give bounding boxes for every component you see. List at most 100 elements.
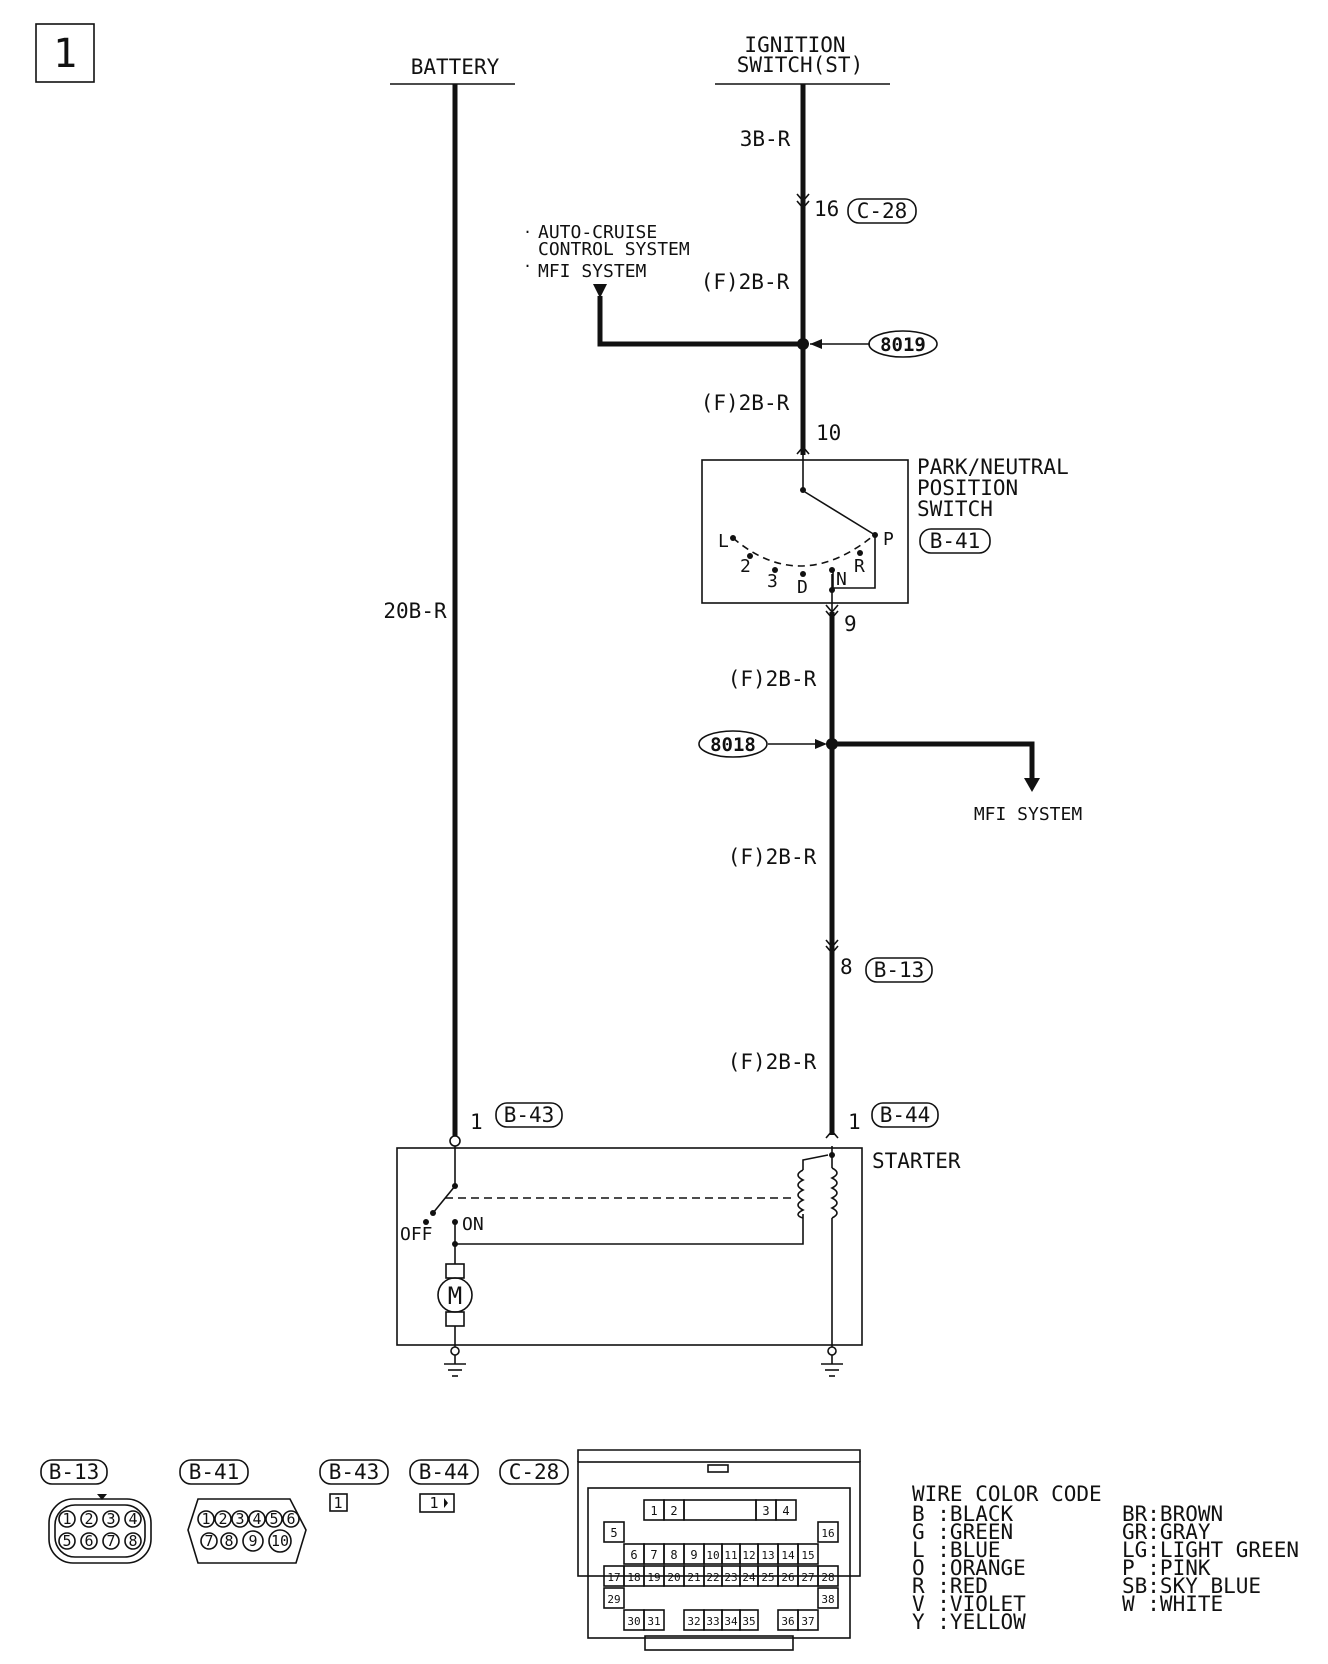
svg-text:MFI SYSTEM: MFI SYSTEM xyxy=(974,804,1083,825)
svg-text:ON: ON xyxy=(462,1214,484,1235)
svg-text:6: 6 xyxy=(630,1548,637,1562)
svg-text:·: · xyxy=(523,257,532,275)
svg-text:8: 8 xyxy=(670,1548,677,1562)
svg-text:1: 1 xyxy=(53,31,77,77)
svg-text:V :VIOLET: V :VIOLET xyxy=(912,1592,1026,1616)
svg-text:8: 8 xyxy=(128,1532,137,1550)
svg-text:B-44: B-44 xyxy=(880,1103,931,1127)
svg-text:27: 27 xyxy=(801,1571,814,1584)
svg-text:GR:GRAY: GR:GRAY xyxy=(1122,1520,1211,1544)
splice-8018: 8018 MFI SYSTEM xyxy=(698,730,1083,825)
svg-text:P: P xyxy=(883,529,894,550)
pn-switch-pin-10: 10 xyxy=(796,421,841,455)
svg-text:8018: 8018 xyxy=(710,734,756,756)
svg-text:3: 3 xyxy=(235,1510,244,1528)
connector-view-b43: B-43 1 xyxy=(319,1459,389,1512)
svg-text:3: 3 xyxy=(762,1504,769,1518)
svg-text:36: 36 xyxy=(781,1615,794,1628)
svg-text:IGNITION: IGNITION xyxy=(744,33,845,57)
svg-text:21: 21 xyxy=(687,1571,700,1584)
svg-text:3: 3 xyxy=(767,571,778,592)
svg-text:G :GREEN: G :GREEN xyxy=(912,1520,1013,1544)
svg-text:·: · xyxy=(523,223,532,241)
svg-text:23: 23 xyxy=(724,1571,737,1584)
svg-text:9: 9 xyxy=(248,1532,257,1550)
svg-text:31: 31 xyxy=(647,1615,660,1628)
svg-text:5: 5 xyxy=(62,1532,71,1550)
connector-view-b41: B-41 1 2 3 4 5 6 7 8 9 10 xyxy=(179,1459,307,1564)
branch-auto-cruise-mfi: · AUTO-CRUISE CONTROL SYSTEM · MFI SYSTE… xyxy=(523,222,809,350)
svg-text:6: 6 xyxy=(286,1510,295,1528)
connector-view-c28: C-28 1 2 3 4 5 6 7 8 9 10 11 12 13 14 15… xyxy=(499,1449,861,1651)
svg-text:P :PINK: P :PINK xyxy=(1122,1556,1211,1580)
splice-8019: 8019 xyxy=(810,330,938,358)
svg-text:14: 14 xyxy=(781,1549,795,1562)
svg-text:8: 8 xyxy=(224,1532,233,1550)
svg-text:AUTO-CRUISE: AUTO-CRUISE xyxy=(538,222,657,243)
svg-text:7: 7 xyxy=(106,1532,115,1550)
connector-c28-marker: 16 C-28 xyxy=(796,193,917,224)
svg-text:28: 28 xyxy=(821,1571,834,1584)
svg-text:4: 4 xyxy=(782,1504,789,1518)
svg-text:16: 16 xyxy=(814,197,839,221)
svg-text:5: 5 xyxy=(610,1526,617,1540)
svg-text:BR:BROWN: BR:BROWN xyxy=(1122,1502,1223,1526)
svg-text:30: 30 xyxy=(627,1615,640,1628)
svg-text:B :BLACK: B :BLACK xyxy=(912,1502,1014,1526)
svg-text:SB:SKY BLUE: SB:SKY BLUE xyxy=(1122,1574,1261,1598)
svg-text:L :BLUE: L :BLUE xyxy=(912,1538,1001,1562)
svg-text:SWITCH: SWITCH xyxy=(917,497,993,521)
svg-text:2: 2 xyxy=(218,1510,227,1528)
svg-text:Y :YELLOW: Y :YELLOW xyxy=(912,1610,1026,1634)
svg-text:11: 11 xyxy=(724,1549,737,1562)
svg-text:10: 10 xyxy=(706,1549,719,1562)
svg-text:33: 33 xyxy=(706,1615,719,1628)
svg-text:9: 9 xyxy=(844,612,857,636)
svg-text:26: 26 xyxy=(781,1571,794,1584)
svg-text:1: 1 xyxy=(201,1510,210,1528)
svg-text:17: 17 xyxy=(607,1571,620,1584)
svg-text:D: D xyxy=(797,577,808,598)
svg-text:32: 32 xyxy=(687,1615,700,1628)
svg-text:4: 4 xyxy=(128,1510,137,1528)
svg-text:POSITION: POSITION xyxy=(917,476,1018,500)
ground-symbol-right xyxy=(821,1346,843,1377)
svg-text:BATTERY: BATTERY xyxy=(411,55,500,79)
svg-text:N: N xyxy=(836,569,847,590)
svg-text:2: 2 xyxy=(670,1504,677,1518)
starter-pin-b44: 1 B-44 STARTER xyxy=(825,1102,961,1173)
svg-text:SWITCH(ST): SWITCH(ST) xyxy=(737,53,863,77)
svg-text:18: 18 xyxy=(627,1571,640,1584)
svg-text:37: 37 xyxy=(801,1615,814,1628)
svg-text:WIRE COLOR CODE: WIRE COLOR CODE xyxy=(912,1482,1102,1506)
svg-text:1: 1 xyxy=(470,1110,483,1134)
svg-text:B-43: B-43 xyxy=(504,1103,555,1127)
svg-text:C-28: C-28 xyxy=(857,199,908,223)
svg-text:10: 10 xyxy=(816,421,841,445)
wire-label-f2br-1: (F)2B-R xyxy=(701,270,790,294)
svg-text:24: 24 xyxy=(742,1571,756,1584)
svg-text:5: 5 xyxy=(269,1510,278,1528)
starter: OFF ON M xyxy=(396,1146,863,1348)
svg-text:1: 1 xyxy=(429,1494,438,1512)
svg-text:20: 20 xyxy=(667,1571,680,1584)
svg-text:9: 9 xyxy=(690,1548,697,1562)
svg-text:16: 16 xyxy=(821,1527,834,1540)
svg-text:L: L xyxy=(718,531,729,552)
wire-color-code-legend: WIRE COLOR CODE B :BLACK G :GREEN L :BLU… xyxy=(912,1482,1299,1634)
svg-text:R :RED: R :RED xyxy=(912,1574,988,1598)
svg-text:19: 19 xyxy=(647,1571,660,1584)
svg-text:25: 25 xyxy=(761,1571,774,1584)
svg-text:R: R xyxy=(854,556,865,577)
svg-text:29: 29 xyxy=(607,1593,620,1606)
battery-source: BATTERY xyxy=(390,55,515,85)
svg-text:O :ORANGE: O :ORANGE xyxy=(912,1556,1026,1580)
wire-label-f2br-5: (F)2B-R xyxy=(728,1050,817,1074)
connector-view-b13: B-13 1 2 3 4 5 6 7 8 xyxy=(40,1459,152,1564)
wire-label-f2br-4: (F)2B-R xyxy=(728,845,817,869)
svg-text:1: 1 xyxy=(333,1494,342,1512)
svg-text:4: 4 xyxy=(252,1510,261,1528)
svg-text:1: 1 xyxy=(848,1110,861,1134)
svg-text:7: 7 xyxy=(204,1532,213,1550)
